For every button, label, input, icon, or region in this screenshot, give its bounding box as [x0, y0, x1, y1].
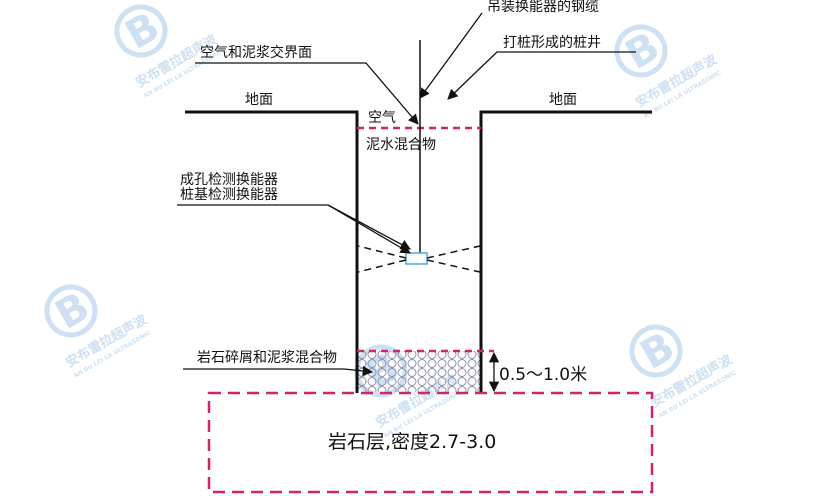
slurry-label: 泥水混合物	[366, 137, 436, 153]
watermark-logo-icon	[44, 284, 98, 338]
beam-line	[426, 245, 481, 259]
watermark-bottom-left: B 安布雷拉超声波 AN BU LEI LA ULTRASONIC	[44, 284, 153, 380]
transducer-icon	[405, 252, 428, 265]
debris-label: 岩石碎屑和泥浆混合物	[197, 350, 337, 366]
watermark-logo-icon	[629, 324, 683, 378]
beam-line	[357, 259, 407, 273]
cable-label: 吊装换能器的钢缆	[487, 0, 599, 15]
hole-transducer-label: 成孔检测换能器	[180, 171, 278, 188]
cable-leader	[419, 12, 483, 99]
bedrock-box	[207, 391, 654, 494]
debris-layer	[358, 351, 480, 392]
ground-label-right: 地面	[549, 92, 577, 108]
air-label: 空气	[368, 110, 396, 126]
beam-line	[426, 259, 481, 273]
debris-leader	[183, 365, 374, 377]
thickness-label: 0.5～1.0米	[499, 365, 587, 385]
watermark-logo-icon	[114, 4, 168, 58]
ground-and-wall-left	[185, 110, 359, 393]
beam-line	[357, 245, 407, 259]
transducer-leader-branch	[327, 204, 411, 250]
bedrock-label: 岩石层,密度2.7-3.0	[328, 431, 496, 453]
ground-and-wall-right	[479, 110, 652, 393]
watermark-bottom-right: B 安布雷拉超声波 AN BU LEI LA ULTRASONIC	[629, 324, 738, 420]
interface-leader	[195, 62, 419, 125]
transducer-leader	[177, 204, 411, 254]
pile-transducer-label: 桩基检测换能器	[180, 186, 278, 203]
pile-well-label: 打桩形成的桩井	[503, 34, 601, 51]
ground-label-left: 地面	[245, 92, 273, 108]
interface-label: 空气和泥浆交界面	[200, 44, 312, 61]
watermark-logo-icon	[614, 24, 668, 78]
watermark-top-right: B 安布雷拉超声波 AN BU LEI LA ULTRASONIC	[614, 24, 723, 120]
pile-well-leader	[447, 51, 636, 100]
